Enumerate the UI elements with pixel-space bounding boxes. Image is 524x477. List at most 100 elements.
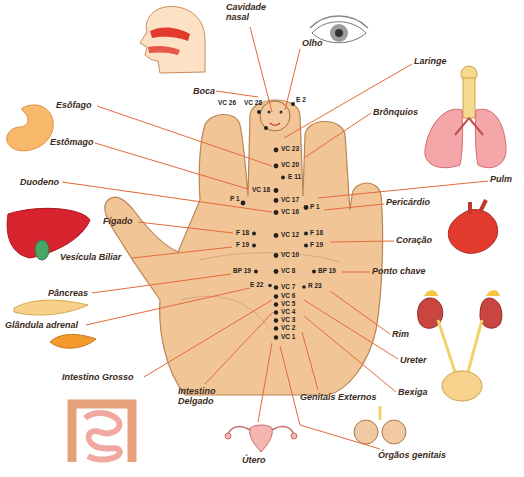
point-code: E 11 bbox=[288, 174, 301, 181]
illustration-part bbox=[254, 270, 258, 274]
illustration-part bbox=[274, 253, 279, 258]
illustration-part bbox=[92, 274, 231, 293]
illustration-part bbox=[72, 404, 132, 462]
illustration-part bbox=[274, 335, 278, 339]
point-code: VC 23 bbox=[281, 146, 299, 153]
illustration-part bbox=[252, 232, 256, 236]
illustration-part bbox=[274, 188, 279, 193]
illustration-part bbox=[470, 200, 486, 214]
point-code: VC 4 bbox=[281, 309, 295, 316]
illustration-part bbox=[274, 148, 279, 153]
illustration-part bbox=[354, 420, 378, 444]
illustration-part bbox=[274, 326, 278, 330]
organ-label: Pâncreas bbox=[48, 288, 88, 298]
point-code: VC 7 bbox=[281, 284, 295, 291]
point-code: E 2 bbox=[296, 97, 306, 104]
point-code: P 1 bbox=[230, 196, 240, 203]
illustration-part bbox=[241, 201, 246, 206]
organ-label: Útero bbox=[242, 455, 266, 465]
illustration-part bbox=[424, 290, 500, 296]
point-code: VC 16 bbox=[281, 209, 299, 216]
illustration-part bbox=[463, 78, 475, 118]
organ-label: Pericárdio bbox=[386, 197, 430, 207]
organ-label: Olho bbox=[302, 38, 323, 48]
illustration-part bbox=[284, 64, 412, 138]
genitals-illustration bbox=[354, 406, 406, 444]
illustration-part bbox=[442, 371, 482, 401]
illustration-part bbox=[274, 269, 279, 274]
point-code: VC 3 bbox=[281, 317, 295, 324]
organ-label: Laringe bbox=[414, 56, 447, 66]
organ-label: Fígado bbox=[103, 216, 133, 226]
illustration-part bbox=[216, 91, 258, 97]
illustration-part bbox=[281, 176, 285, 180]
stomach-illustration bbox=[7, 105, 54, 151]
point-code: VC 5 bbox=[281, 301, 295, 308]
urinary-illustration bbox=[418, 290, 502, 401]
organ-label: Pulm bbox=[490, 174, 512, 184]
illustration-part bbox=[205, 312, 273, 384]
illustration-part bbox=[274, 302, 278, 306]
illustration-part bbox=[274, 310, 278, 314]
illustration-part bbox=[280, 346, 380, 449]
leader-lines bbox=[62, 27, 488, 449]
illustration-part bbox=[291, 102, 295, 106]
organ-label: Brônquios bbox=[373, 107, 418, 117]
illustration-part bbox=[475, 109, 506, 167]
organ-label: Vesícula Biliar bbox=[60, 252, 121, 262]
pancreas-illustration bbox=[14, 300, 88, 315]
adrenal-illustration bbox=[50, 334, 96, 348]
illustration-part bbox=[274, 164, 279, 169]
point-code: VC 2 bbox=[281, 325, 295, 332]
illustration-part bbox=[304, 113, 371, 158]
illustration-part bbox=[260, 101, 290, 131]
illustration-part bbox=[140, 7, 205, 73]
point-code: E 22 bbox=[250, 282, 263, 289]
illustration-part bbox=[250, 425, 273, 452]
illustration-part bbox=[258, 343, 272, 422]
point-code: VC 17 bbox=[281, 197, 299, 204]
illustration-part bbox=[268, 111, 271, 114]
illustration-part bbox=[304, 244, 308, 248]
organ-label: Intestino Delgado bbox=[178, 386, 228, 406]
illustration-part bbox=[274, 285, 278, 289]
point-code: F 19 bbox=[310, 242, 323, 249]
point-code: VC 12 bbox=[281, 232, 299, 239]
point-code: VC 20 bbox=[281, 162, 299, 169]
illustration-part bbox=[268, 284, 272, 288]
organ-label: Duodeno bbox=[20, 177, 59, 187]
illustration-part bbox=[228, 427, 294, 434]
illustration-part bbox=[270, 123, 280, 125]
illustration-part bbox=[257, 110, 261, 114]
illustration-part bbox=[304, 300, 398, 359]
illustration-part bbox=[448, 210, 497, 254]
illustration-part bbox=[252, 244, 256, 248]
point-code: F 18 bbox=[310, 230, 323, 237]
point-code: BP 19 bbox=[233, 268, 251, 275]
illustration-part bbox=[86, 288, 250, 325]
illustration-part bbox=[144, 300, 272, 377]
head-illustration bbox=[140, 7, 205, 73]
illustration-part bbox=[335, 29, 343, 37]
organ-label: Rim bbox=[392, 329, 409, 339]
point-code: VC 1 bbox=[281, 334, 295, 341]
uterus-illustration bbox=[225, 425, 297, 452]
illustration-part bbox=[95, 143, 248, 189]
organ-label: Bexiga bbox=[398, 387, 428, 397]
illustration-part bbox=[274, 233, 279, 238]
organ-label: Ponto chave bbox=[372, 266, 426, 276]
organ-label: Coração bbox=[396, 235, 432, 245]
gallbladder-illustration bbox=[35, 240, 49, 260]
palm-line bbox=[180, 253, 340, 330]
point-code: VC 28 bbox=[244, 100, 262, 107]
illustration-part bbox=[330, 241, 394, 242]
organ-label: Ureter bbox=[400, 355, 427, 365]
illustration-part bbox=[302, 332, 318, 390]
point-code: F 18 bbox=[236, 230, 249, 237]
illustration-part bbox=[318, 181, 488, 198]
point-code: VC 10 bbox=[281, 252, 299, 259]
illustration-part bbox=[274, 294, 278, 298]
illustration-part bbox=[324, 204, 384, 210]
point-code: VC 6 bbox=[281, 293, 295, 300]
illustration-part bbox=[132, 247, 232, 258]
